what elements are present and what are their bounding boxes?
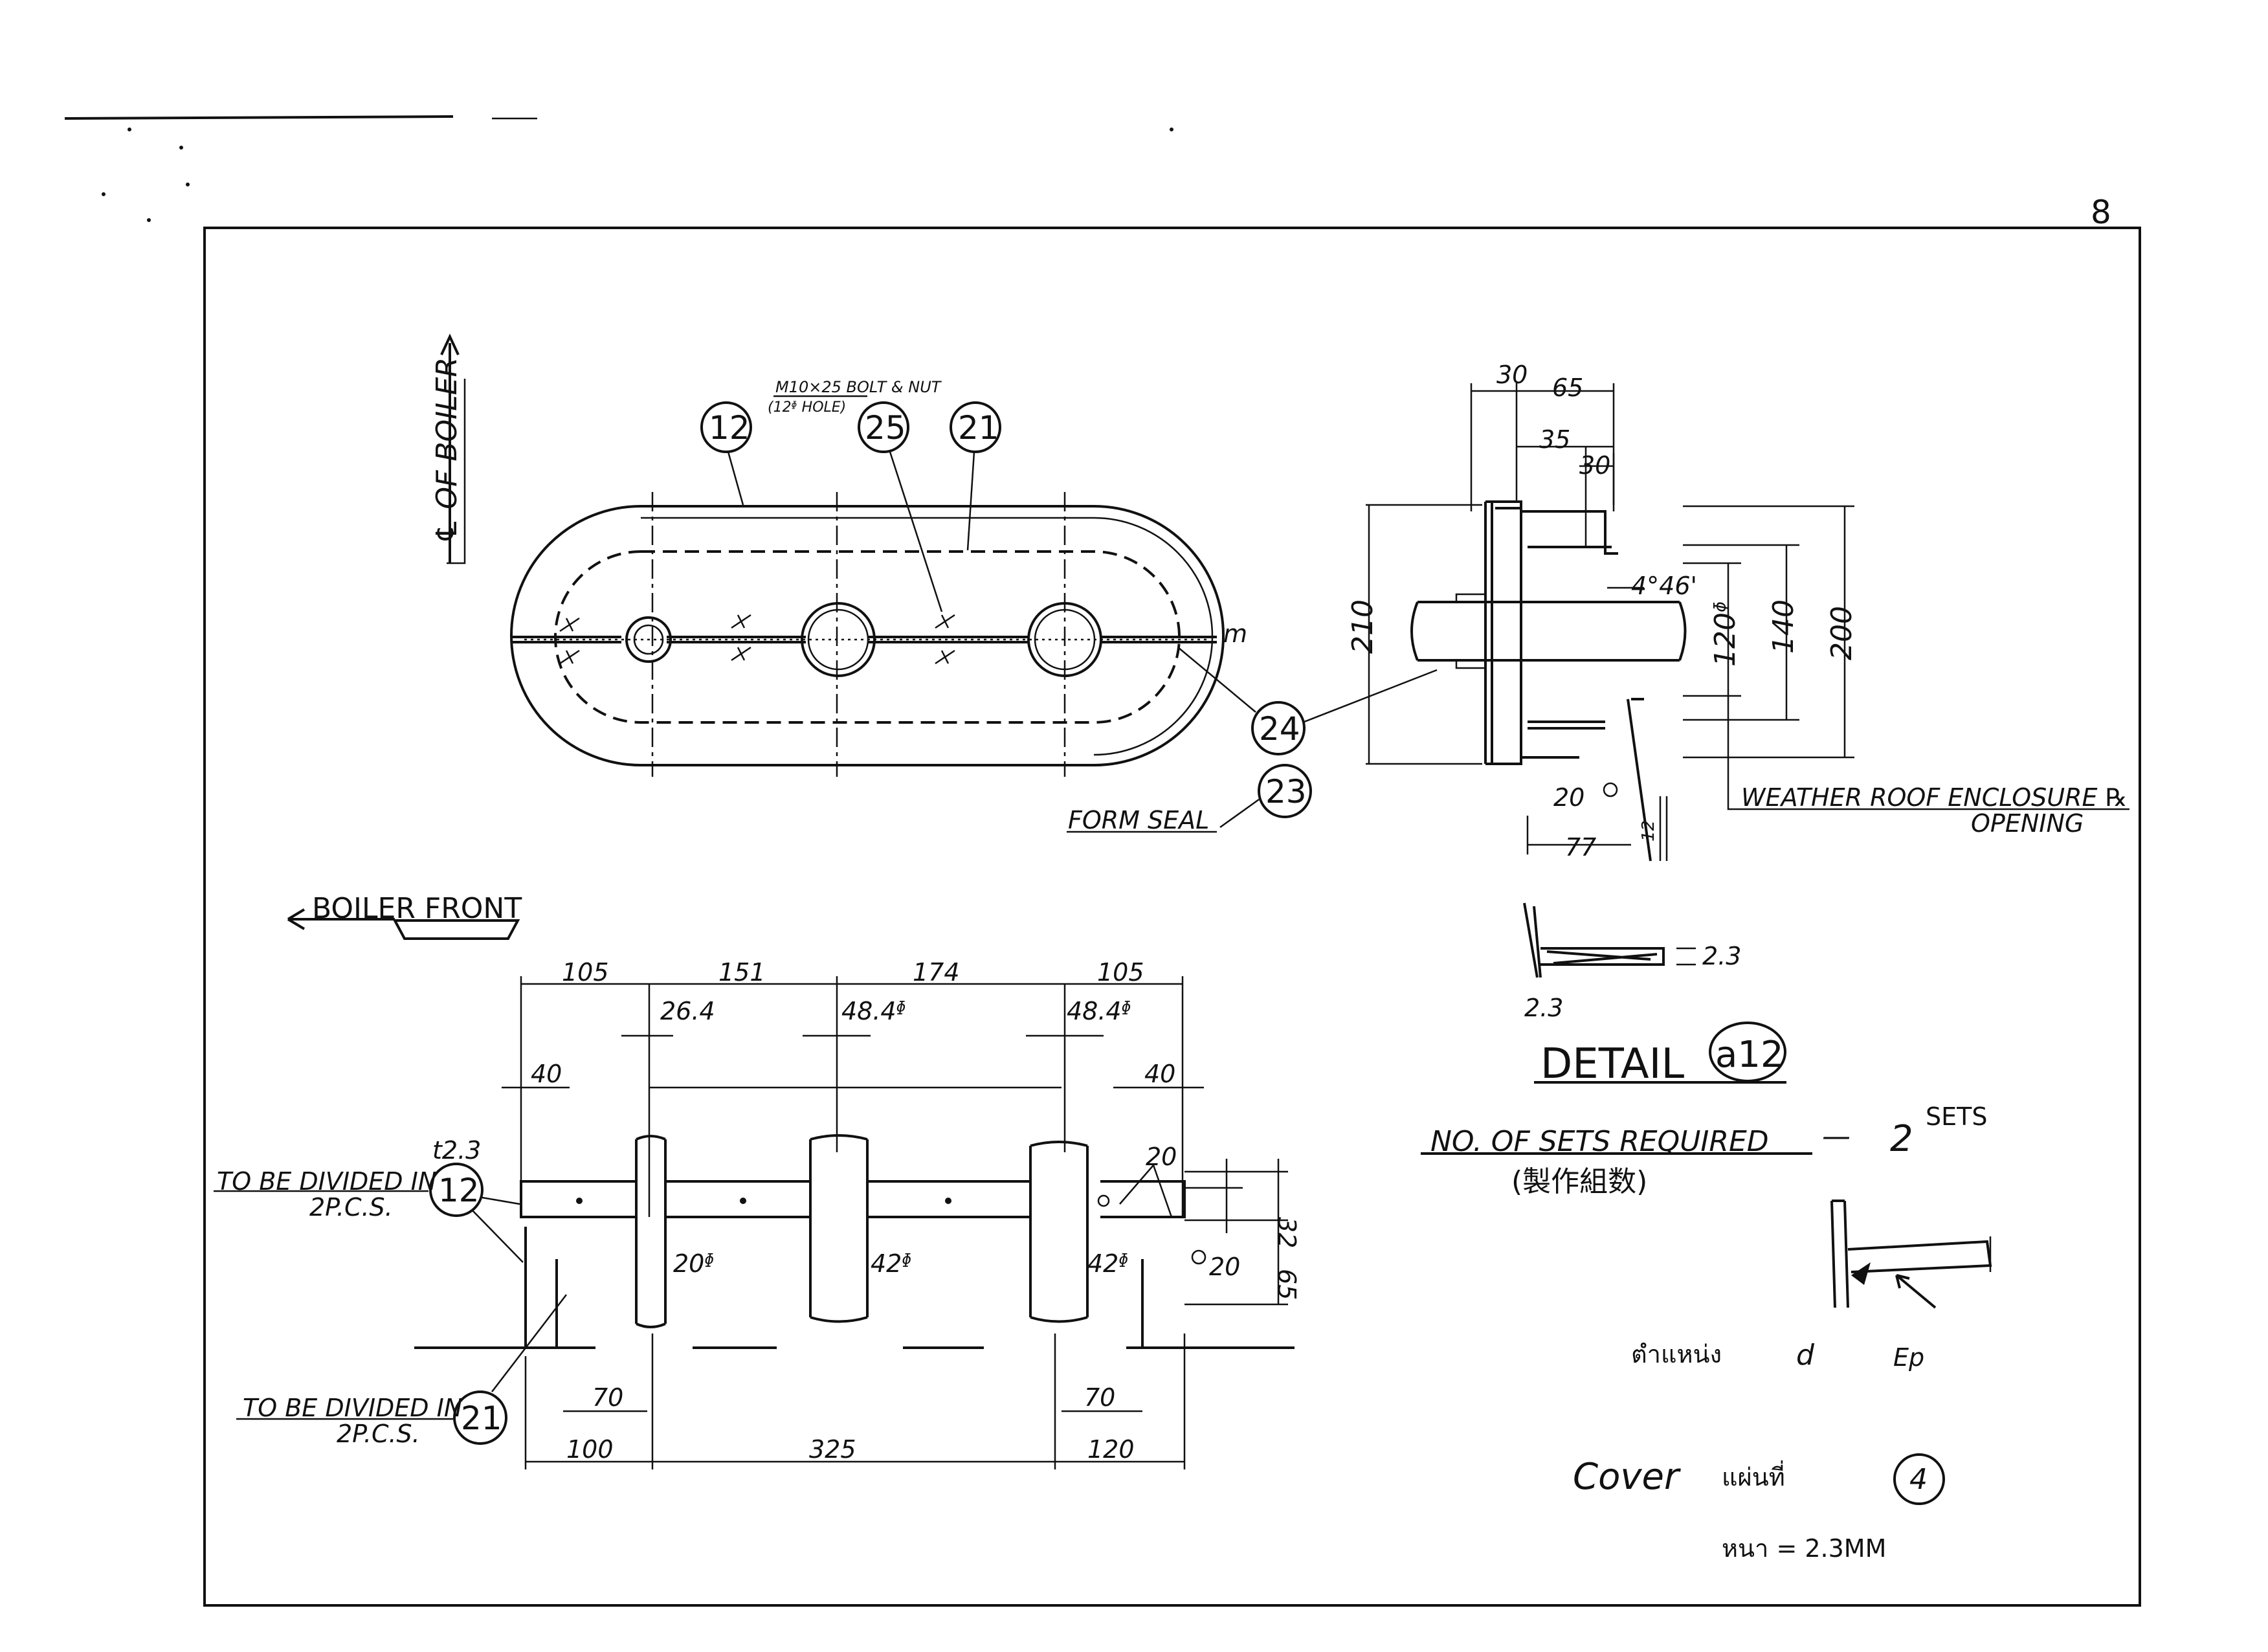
top-dim-174: 174	[913, 958, 960, 987]
drawing-border	[203, 227, 2141, 1607]
boiler-front-marker: BOILER FRONT	[287, 892, 522, 940]
note-sheet: แผ่นที่	[1722, 1460, 1785, 1491]
callout-23: 23	[1219, 764, 1312, 829]
top-dim-105a: 105	[562, 958, 609, 987]
pipe-dim-42a: 42ᶲ	[871, 1249, 912, 1278]
dim-210: 210	[1346, 599, 1379, 654]
sets-unit: SETS	[1926, 1102, 1987, 1131]
callout-25: 25	[858, 401, 943, 612]
hole-dim-26-4: 26.4	[660, 997, 715, 1025]
thickness-label: t2.3	[432, 1136, 481, 1165]
dim-120: 120ᶲ	[1709, 601, 1742, 667]
detail-ref: a12	[1715, 1034, 1784, 1076]
svg-text:21: 21	[461, 1400, 502, 1437]
callout-21: 21	[950, 401, 1001, 551]
svg-text:12: 12	[709, 409, 750, 447]
right-dim-65: 65	[1273, 1269, 1301, 1300]
handwritten-notes: ตำแหน่ง d Ep Cover แผ่นที่ 4 หนา = 2.3MM	[1573, 1339, 1945, 1563]
detail-dim-b: 2.3	[1524, 994, 1563, 1022]
section-view: 30 65 35 30 4°46' 210 120ᶲ 140 200 20 77…	[1346, 361, 2129, 862]
detail-title: DETAIL	[1540, 1040, 1685, 1088]
bolt-note-1: M10×25 BOLT & NUT	[775, 378, 942, 396]
top-view: ℄ OF BOILER m 12 25	[430, 333, 1438, 834]
note-thickness: หนา = 2.3MM	[1722, 1534, 1886, 1563]
boiler-front-label: BOILER FRONT	[312, 892, 522, 925]
svg-text:24: 24	[1259, 710, 1300, 748]
svg-text:12: 12	[438, 1172, 480, 1209]
dim-140: 140	[1767, 599, 1800, 654]
side-dim-40b: 40	[1144, 1060, 1175, 1088]
divided-note-21-b: 2P.C.S.	[337, 1420, 420, 1448]
enclosure-note-2: OPENING	[1971, 809, 2084, 838]
enclosure-note-1: WEATHER ROOF ENCLOSURE ℞	[1741, 783, 2128, 812]
divided-note-12-b: 2P.C.S.	[309, 1193, 393, 1222]
dim-200: 200	[1825, 606, 1858, 660]
sets-sub: (製作組数)	[1511, 1165, 1647, 1198]
hand-sketch	[1830, 1200, 1992, 1309]
end-mark: m	[1223, 620, 1247, 648]
right-dim-20a: 20	[1146, 1143, 1177, 1171]
callout-12: 12	[700, 401, 752, 506]
callout-12-front: 12	[429, 1163, 524, 1263]
note-position: ตำแหน่ง	[1631, 1340, 1722, 1368]
bottom-dim-100: 100	[566, 1435, 614, 1464]
bottom-dim-325: 325	[809, 1435, 856, 1464]
sets-required: NO. OF SETS REQUIRED — 2 SETS (製作組数)	[1421, 1102, 1987, 1198]
hole-dim-48-4a: 48.4ᶲ	[841, 997, 906, 1025]
sets-dash: —	[1822, 1120, 1851, 1153]
dim-angle: 4°46'	[1631, 572, 1697, 600]
boiler-centerline-label: ℄ OF BOILER	[430, 357, 463, 544]
note-cover: Cover	[1573, 1456, 1681, 1498]
callout-21-front: 21	[453, 1294, 567, 1445]
dim-12: 12	[1639, 820, 1658, 842]
note-d: d	[1796, 1339, 1815, 1372]
sets-value: 2	[1890, 1118, 1913, 1160]
top-dim-151: 151	[718, 958, 766, 987]
dim-65: 65	[1552, 374, 1583, 402]
bottom-dim-120: 120	[1087, 1435, 1135, 1464]
detail-a12: 2.3 2.3 DETAIL a12	[1523, 902, 1786, 1088]
note-ep: Ep	[1893, 1343, 1924, 1372]
svg-text:21: 21	[958, 409, 999, 447]
right-dim-20b: 20	[1209, 1253, 1240, 1281]
hole-dim-48-4b: 48.4ᶲ	[1067, 997, 1131, 1025]
pipe-dim-42b: 42ᶲ	[1087, 1249, 1129, 1278]
front-view: 105 151 174 105 26.4 48.4ᶲ 48.4ᶲ 40 40	[214, 958, 1301, 1469]
bottom-dim-70b: 70	[1084, 1383, 1115, 1412]
page-number: 8	[2091, 194, 2111, 231]
divided-note-21-a: TO BE DIVIDED IN	[243, 1394, 462, 1422]
right-dim-32: 32	[1273, 1217, 1301, 1248]
dim-77: 77	[1565, 833, 1596, 862]
detail-dim-a: 2.3	[1702, 942, 1741, 970]
note-sheet-number: 4	[1909, 1463, 1928, 1496]
dim-30b: 30	[1579, 451, 1610, 480]
callout-24: 24	[1177, 647, 1438, 755]
pipe-dim-20: 20ᶲ	[673, 1249, 715, 1278]
bottom-dim-70a: 70	[592, 1383, 623, 1412]
dim-35: 35	[1539, 425, 1570, 454]
scan-marks	[64, 115, 1173, 222]
foam-seal-label: FORM SEAL	[1068, 806, 1209, 834]
top-dim-105b: 105	[1097, 958, 1144, 987]
svg-text:25: 25	[865, 409, 906, 447]
svg-text:23: 23	[1265, 773, 1307, 810]
side-dim-40a: 40	[531, 1060, 562, 1088]
bolt-note-2: (12ᶲ HOLE)	[768, 399, 846, 416]
dim-30a: 30	[1496, 361, 1528, 389]
dim-20: 20	[1553, 783, 1584, 812]
